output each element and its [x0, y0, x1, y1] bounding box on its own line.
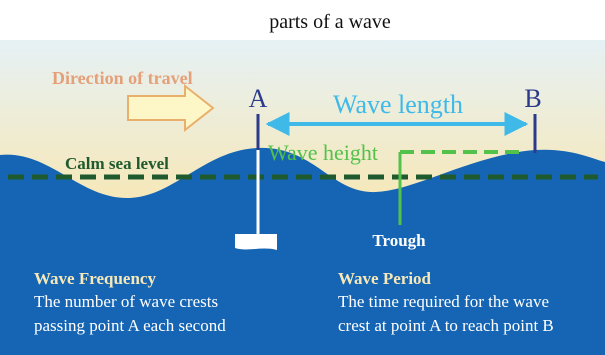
- wave-period-heading: Wave Period: [338, 269, 432, 288]
- point-a-buoy: [235, 234, 277, 250]
- wave-length-label: Wave length: [333, 90, 463, 119]
- calm-sea-level-label: Calm sea level: [65, 154, 169, 173]
- wave-period-line-2: crest at point A to reach point B: [338, 316, 554, 335]
- wave-frequency-line-1: The number of wave crests: [34, 292, 218, 311]
- direction-of-travel-label: Direction of travel: [52, 68, 193, 88]
- point-b-label: B: [524, 84, 541, 113]
- diagram-title: parts of a wave: [269, 11, 391, 33]
- wave-height-label: Wave height: [268, 140, 378, 165]
- wave-frequency-line-2: passing point A each second: [34, 316, 226, 335]
- trough-label: Trough: [372, 231, 426, 250]
- wave-frequency-heading: Wave Frequency: [34, 269, 156, 288]
- point-a-label: A: [249, 84, 268, 113]
- wave-period-line-1: The time required for the wave: [338, 292, 549, 311]
